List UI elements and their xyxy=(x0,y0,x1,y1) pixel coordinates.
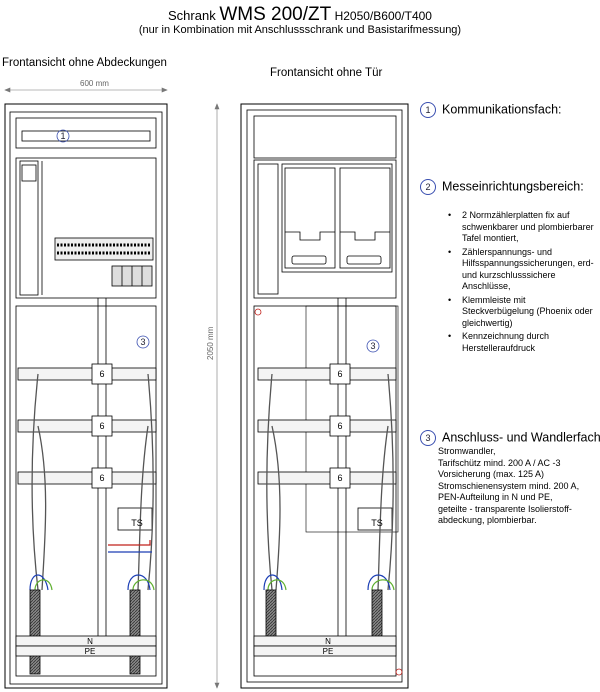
connection-compartment xyxy=(15,305,157,677)
section-3-line: PEN-Aufteilung in N und PE, xyxy=(438,492,553,502)
pe-label-left: PE xyxy=(85,647,96,656)
width-dimension-line xyxy=(4,87,168,93)
section-3-number: 3 xyxy=(420,430,436,446)
section-2-number: 2 xyxy=(420,179,436,195)
n-label-right: N xyxy=(325,637,331,646)
callout-1-left xyxy=(56,129,70,143)
section-2-header: 2 Messeinrichtungsbereich: xyxy=(420,179,584,195)
section-3-line: geteilte - transparente Isolierstoff- xyxy=(438,503,572,514)
section-2-bullets: 2 Normzählerplatten fix auf schwenkbarer… xyxy=(448,210,596,356)
communication-compartment xyxy=(15,117,157,149)
title-dimensions: H2050/B600/T400 xyxy=(331,9,432,23)
section-3-line: Stromwandler, xyxy=(438,446,496,456)
ts-label-right: TS xyxy=(371,518,383,528)
section-2-bullet: Zählerspannungs- und Hilfsspannungssiche… xyxy=(448,247,596,293)
callout-3-left-text: 3 xyxy=(140,337,145,347)
section-3-line: abdeckung, plombierbar. xyxy=(438,515,537,525)
title-model: WMS 200/ZT xyxy=(219,4,332,25)
section-3-line: Tarifschütz mind. 200 A / AC -3 xyxy=(438,457,561,468)
ct-label-l2: 6 xyxy=(99,421,104,431)
callout-1-left-text: 1 xyxy=(60,131,65,141)
height-dimension-line xyxy=(214,103,220,689)
page-title: Schrank WMS 200/ZT H2050/B600/T400 xyxy=(0,4,600,26)
page-subtitle: (nur in Kombination mit Anschlussschrank… xyxy=(138,24,462,36)
section-3-line: Stromschienensystem mind. 200 A, xyxy=(438,480,580,491)
right-view-label: Frontansicht ohne Tür xyxy=(270,67,383,79)
section-3-header: 3 Anschluss- und Wandlerfach: xyxy=(420,430,600,446)
callout-3-right-text: 3 xyxy=(370,341,375,351)
n-label-left: N xyxy=(87,637,93,646)
section-2-bullet: 2 Normzählerplatten fix auf schwenkbarer… xyxy=(448,210,596,245)
meter-compartment xyxy=(15,157,157,299)
ct-label-r2: 6 xyxy=(337,421,342,431)
section-2-bullet: Klemmleiste mit Steckverbügelung (Phoeni… xyxy=(448,295,596,330)
ct-label-l3: 6 xyxy=(99,473,104,483)
width-dimension: 600 mm xyxy=(80,79,109,88)
pe-label-right: PE xyxy=(323,647,334,656)
section-1-title: Kommunikationsfach: xyxy=(442,102,562,117)
ct-label-l1: 6 xyxy=(99,369,104,379)
section-3-title: Anschluss- und Wandlerfach: xyxy=(442,430,600,445)
communication-compartment-right xyxy=(253,115,397,159)
section-3-body: Stromwandler, Tarifschütz mind. 200 A / … xyxy=(438,446,598,527)
callout-3-left xyxy=(136,335,150,349)
section-3-line: Vorsicherung (max. 125 A) xyxy=(438,469,545,479)
ct-label-r1: 6 xyxy=(337,369,342,379)
section-2-title: Messeinrichtungsbereich: xyxy=(442,179,584,194)
section-2-bullet: Kennzeichnung durch Herstelleraufdruck xyxy=(448,331,596,354)
ct-label-r3: 6 xyxy=(337,473,342,483)
left-view-label: Frontansicht ohne Abdeckungen xyxy=(2,57,167,69)
section-1-number: 1 xyxy=(420,102,436,118)
section-1-header: 1 Kommunikationsfach: xyxy=(420,102,562,118)
left-cabinet xyxy=(4,103,168,689)
ts-label-left: TS xyxy=(131,518,143,528)
callout-3-right xyxy=(366,339,380,353)
meter-panel xyxy=(253,159,397,299)
title-prefix: Schrank xyxy=(168,8,220,23)
right-cabinet xyxy=(240,103,409,689)
